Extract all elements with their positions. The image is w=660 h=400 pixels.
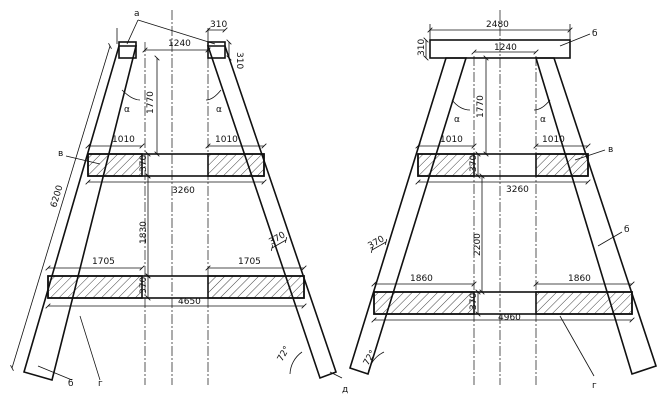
- right-dim-alpha-right: α: [540, 115, 546, 125]
- left-label-v: в: [58, 149, 63, 159]
- left-label-b: б: [68, 379, 74, 389]
- left-dim-cap-w: 310: [210, 20, 227, 30]
- left-label-a: а: [134, 9, 140, 19]
- right-dim-lower-left: 1860: [410, 274, 433, 284]
- left-dim-top-span: 1240: [168, 39, 191, 49]
- left-dim-upper-right: 1010: [215, 135, 238, 145]
- left-dim-alpha-right: α: [216, 105, 222, 115]
- right-label-b-side: б: [624, 225, 630, 235]
- left-dim-beam-h-lower: 370: [139, 277, 149, 294]
- right-top-plank: [429, 39, 571, 59]
- left-dim-upper-len: 3260: [172, 186, 195, 196]
- right-dim-upper-left: 1010: [440, 135, 463, 145]
- right-dim-leg-thk: 370: [367, 234, 387, 251]
- right-dim-mid-h: 2200: [473, 233, 483, 256]
- left-dim-lower-len: 4650: [178, 297, 201, 307]
- right-label-g: г: [592, 381, 597, 391]
- right-frame-leg-right: [534, 57, 658, 376]
- right-dim-lower-len: 4960: [498, 313, 521, 323]
- left-lower-beam: [47, 275, 305, 299]
- right-dim-cap-h: 310: [417, 39, 427, 56]
- right-dim-beam-h-upper: 370: [469, 155, 479, 172]
- left-upper-beam: [87, 153, 265, 177]
- right-dim-top-span: 1240: [494, 43, 517, 53]
- left-frame-leg-left: [23, 45, 138, 381]
- right-dim-upper-right: 1010: [542, 135, 565, 145]
- left-frame: 310 310 1240 1770 1010 1010 370 3260 183…: [12, 9, 348, 395]
- right-dim-alpha-left: α: [454, 115, 460, 125]
- left-dim-lower-left: 1705: [92, 257, 115, 267]
- left-dim-angle: 72°: [276, 345, 293, 364]
- right-frame: 2480 310 1240 1770 1010 1010 370 3260 22…: [349, 10, 658, 391]
- right-dim-beam-h-lower: 370: [469, 293, 479, 310]
- left-dim-upper-left: 1010: [112, 135, 135, 145]
- left-dim-mid-h: 1830: [139, 221, 149, 244]
- right-dim-upper-h: 1770: [476, 95, 486, 118]
- right-dim-top-w: 2480: [486, 20, 509, 30]
- left-frame-leg-right: [206, 45, 338, 380]
- right-dim-angle: 72°: [362, 349, 379, 368]
- right-frame-leg-left: [349, 57, 468, 376]
- left-dim-beam-h-upper: 370: [139, 155, 149, 172]
- left-label-g: г: [98, 379, 103, 389]
- left-dim-leg-len: 6200: [49, 184, 65, 209]
- right-lower-beam: [373, 291, 633, 315]
- right-label-v: в: [608, 145, 613, 155]
- left-dim-upper-h: 1770: [146, 91, 156, 114]
- right-label-b-top: б: [592, 29, 598, 39]
- left-dim-alpha-left: α: [124, 105, 130, 115]
- left-dim-cap-h: 310: [234, 52, 244, 69]
- right-dim-lower-right: 1860: [568, 274, 591, 284]
- left-label-d: д: [342, 385, 348, 395]
- right-upper-beam: [417, 153, 589, 177]
- left-dim-lower-right: 1705: [238, 257, 261, 267]
- right-dim-upper-len: 3260: [506, 185, 529, 195]
